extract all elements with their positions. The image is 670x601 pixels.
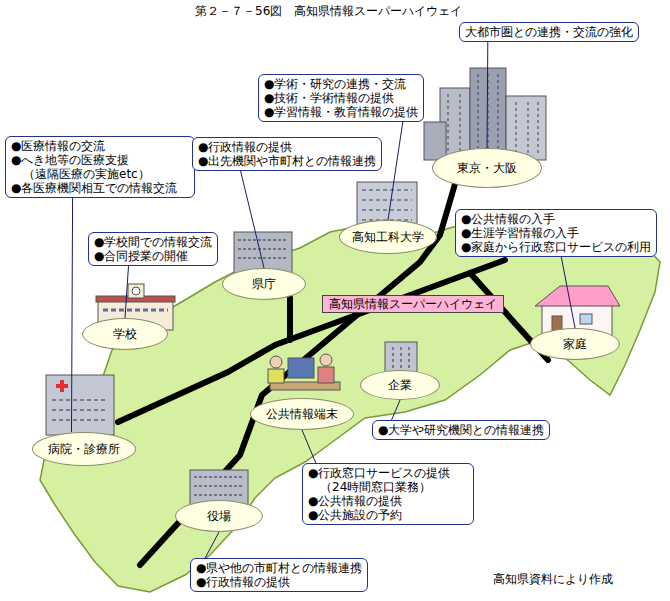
node-text: 家庭	[563, 337, 587, 351]
node-text: ●医療情報の交流	[11, 139, 189, 153]
callout-box: ●学校間での情報交流●合同授業の開催	[88, 232, 218, 266]
house-roof	[535, 286, 620, 306]
node-text: ●出先機関や市町村との情報連携	[198, 154, 376, 168]
leader-line	[241, 171, 264, 268]
node-text: 県庁	[252, 277, 276, 291]
window-row	[528, 102, 529, 156]
window-row	[238, 249, 288, 250]
tower	[470, 68, 506, 160]
callout-box: ●行政窓口サービスの提供 （24時間窓口業務）●公共情報の提供●公共施設の予約	[302, 463, 474, 525]
person-head	[320, 354, 332, 366]
node-text: ●学校間での情報交流	[94, 235, 212, 249]
callout-box: ●県や他の市町村との情報連携●行政情報の提供	[190, 558, 368, 592]
place-ellipse: 東京・大阪	[432, 148, 542, 188]
node-text: ●県や他の市町村との情報連携	[196, 561, 362, 575]
hospital-building	[46, 375, 114, 435]
window	[580, 314, 592, 324]
node-text: ●学習情報・教育情報の提供	[264, 105, 418, 119]
window-row	[516, 102, 517, 156]
monitor	[288, 358, 314, 378]
callout-box: ●医療情報の交流●へき地等の医療支援 （遠隔医療の実施etc）●各医療機関相互で…	[5, 136, 195, 198]
node-text: 高知工科大学	[352, 230, 424, 244]
node-text: 企業	[388, 378, 412, 392]
node-text: ●技術・学術情報の提供	[264, 91, 418, 105]
window-row	[448, 94, 449, 156]
leader-line	[205, 532, 219, 558]
node-text: ●各医療機関相互での情報交流	[11, 181, 189, 195]
tower	[424, 122, 446, 160]
window-row	[194, 486, 244, 487]
leader-line	[388, 122, 403, 220]
node-text: ●学術・研究の連携・交流	[264, 77, 418, 91]
city-towers	[424, 68, 546, 160]
window-row	[103, 309, 168, 312]
node-text: 役場	[207, 509, 231, 523]
highway-line	[287, 298, 293, 340]
leader-line	[392, 400, 400, 420]
node-text: 大都市圏との連携・交流の強化	[465, 25, 633, 39]
window-row	[362, 200, 412, 201]
callout-box: ●公共情報の入手●生涯学習情報の入手●家庭から行政窓口サービスの利用	[455, 209, 657, 257]
diagram-title: 第２－７－56図 高知県情報スーパーハイウェイ	[195, 4, 462, 18]
window-row	[52, 410, 108, 411]
leader-line	[561, 257, 575, 328]
clock-tower	[128, 284, 144, 298]
source-note: 高知県資料により作成	[493, 572, 613, 586]
window-row	[238, 258, 288, 259]
node-text: ●大学や研究機関との情報連携	[378, 423, 544, 437]
leader-line	[487, 42, 489, 148]
node-text: 高知県情報スーパーハイウェイ	[329, 297, 497, 311]
window-row	[478, 74, 479, 156]
place-ellipse: 企業	[360, 370, 440, 400]
place-ellipse: 高知工科大学	[339, 220, 437, 254]
window-row	[194, 495, 244, 496]
window-row	[538, 102, 539, 156]
node-text: 東京・大阪	[457, 161, 517, 175]
place-ellipse: 学校	[82, 318, 168, 350]
node-text: ●公共情報の入手	[461, 212, 651, 226]
node-text: ●合同授業の開催	[94, 249, 212, 263]
node-text: 公共情報端末	[266, 407, 338, 421]
callout-box: 大都市圏との連携・交流の強化	[459, 22, 639, 42]
node-text: ●へき地等の医療支援 （遠隔医療の実施etc）	[11, 153, 189, 181]
place-ellipse: 公共情報端末	[250, 398, 354, 430]
clock	[132, 287, 140, 295]
kochi-map	[40, 210, 660, 592]
node-text: ●行政窓口サービスの提供 （24時間窓口業務）	[308, 466, 468, 494]
person-head	[270, 356, 282, 368]
window-row	[460, 94, 461, 156]
cross	[56, 384, 68, 388]
place-ellipse: 病院・診療所	[32, 432, 136, 466]
place-ellipse: 家庭	[530, 328, 620, 360]
node-text: ●公共施設の予約	[308, 508, 468, 522]
node-text: ●行政情報の提供	[198, 140, 376, 154]
window-row	[52, 400, 108, 401]
node-text: ●家庭から行政窓口サービスの利用	[461, 240, 651, 254]
callout-box: ●学術・研究の連携・交流●技術・学術情報の提供●学習情報・教育情報の提供	[258, 74, 424, 122]
callout-box: ●大学や研究機関との情報連携	[372, 420, 550, 440]
node-text: 学校	[113, 327, 137, 341]
node-text: ●行政情報の提供	[196, 575, 362, 589]
node-text: 病院・診療所	[48, 442, 120, 456]
window-row	[362, 190, 412, 191]
window-row	[52, 420, 108, 421]
leader-line	[72, 198, 73, 432]
leader-line	[125, 266, 129, 318]
building	[46, 375, 114, 435]
person-body	[268, 369, 284, 383]
callout-box: ●行政情報の提供●出先機関や市町村との情報連携	[192, 137, 382, 171]
window-row	[238, 240, 288, 241]
place-ellipse: 役場	[175, 500, 263, 532]
leader-line	[302, 430, 316, 463]
window-row	[194, 477, 244, 478]
window-row	[498, 74, 499, 156]
window-row	[362, 210, 412, 211]
node-text: ●公共情報の提供	[308, 494, 468, 508]
public-terminal-scene	[268, 354, 340, 390]
person-body	[318, 367, 334, 383]
node-text: ●生涯学習情報の入手	[461, 226, 651, 240]
highway-band: 高知県情報スーパーハイウェイ	[322, 295, 504, 313]
place-ellipse: 県庁	[222, 268, 306, 300]
